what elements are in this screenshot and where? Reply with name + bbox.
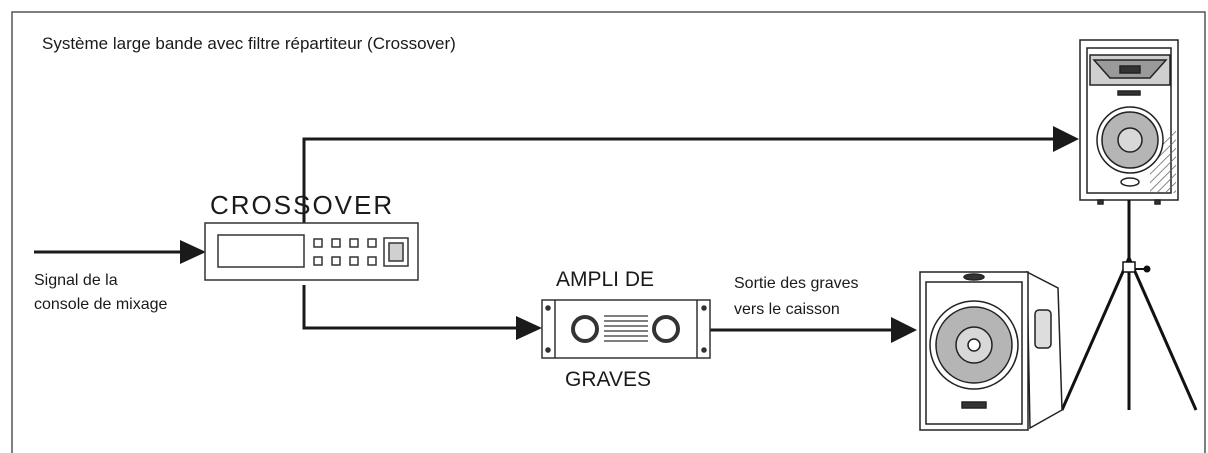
amp-unit [541, 299, 711, 359]
sub-output-label-line1: Sortie des graves [734, 275, 859, 292]
subwoofer [919, 270, 1063, 431]
amp-vents [604, 315, 648, 342]
low-line [302, 285, 518, 330]
diagram-frame [11, 11, 1206, 453]
top-arrowhead [1053, 126, 1079, 152]
diagram-title: Système large bande avec filtre répartit… [42, 34, 456, 53]
full-range-line [302, 137, 1055, 223]
crossover-knob [388, 242, 404, 262]
amp-label-line1: AMPLI DE [556, 268, 655, 291]
amp-label-line2: GRAVES [565, 368, 651, 391]
input-signal-label-line2: console de mixage [34, 296, 168, 313]
tripod-stand [1060, 200, 1198, 411]
amp-knob-right [652, 315, 680, 343]
input-arrowhead [180, 240, 206, 264]
amp-arrowhead [516, 316, 542, 340]
crossover-label: CROSSOVER [210, 190, 395, 220]
amp-knob-left [571, 315, 599, 343]
signal-lines [34, 137, 1055, 332]
input-signal-label-line1: Signal de la [34, 272, 118, 289]
crossover-display [217, 234, 305, 268]
crossover-unit [204, 222, 419, 281]
sub-arrowhead [891, 317, 917, 343]
arrowheads [180, 126, 1079, 343]
sub-output-label-line2: vers le caisson [734, 301, 840, 318]
sub-handle [1034, 309, 1052, 349]
full-range-speaker [1079, 39, 1179, 205]
